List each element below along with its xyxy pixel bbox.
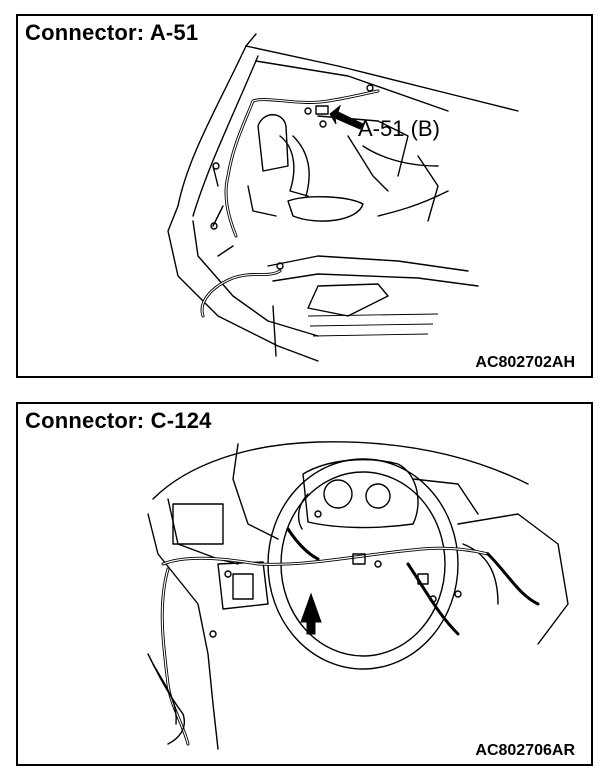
pointer-arrow	[329, 104, 364, 130]
connector-a51-panel: Connector: A-51 A-51 (B) AC802702AH	[16, 14, 593, 378]
dashboard-harness-illustration	[147, 441, 569, 750]
pointer-arrow	[300, 592, 322, 635]
connector-c124-panel: Connector: C-124 AC802706AR	[16, 402, 593, 766]
figure-code: AC802702AH	[475, 354, 575, 371]
engine-bay-illustration	[167, 33, 519, 362]
figure-code: AC802706AR	[475, 742, 575, 759]
connector-callout-label: A-51 (B)	[358, 116, 440, 141]
panel-title: Connector: A-51	[25, 20, 199, 45]
panel-title: Connector: C-124	[25, 408, 212, 433]
